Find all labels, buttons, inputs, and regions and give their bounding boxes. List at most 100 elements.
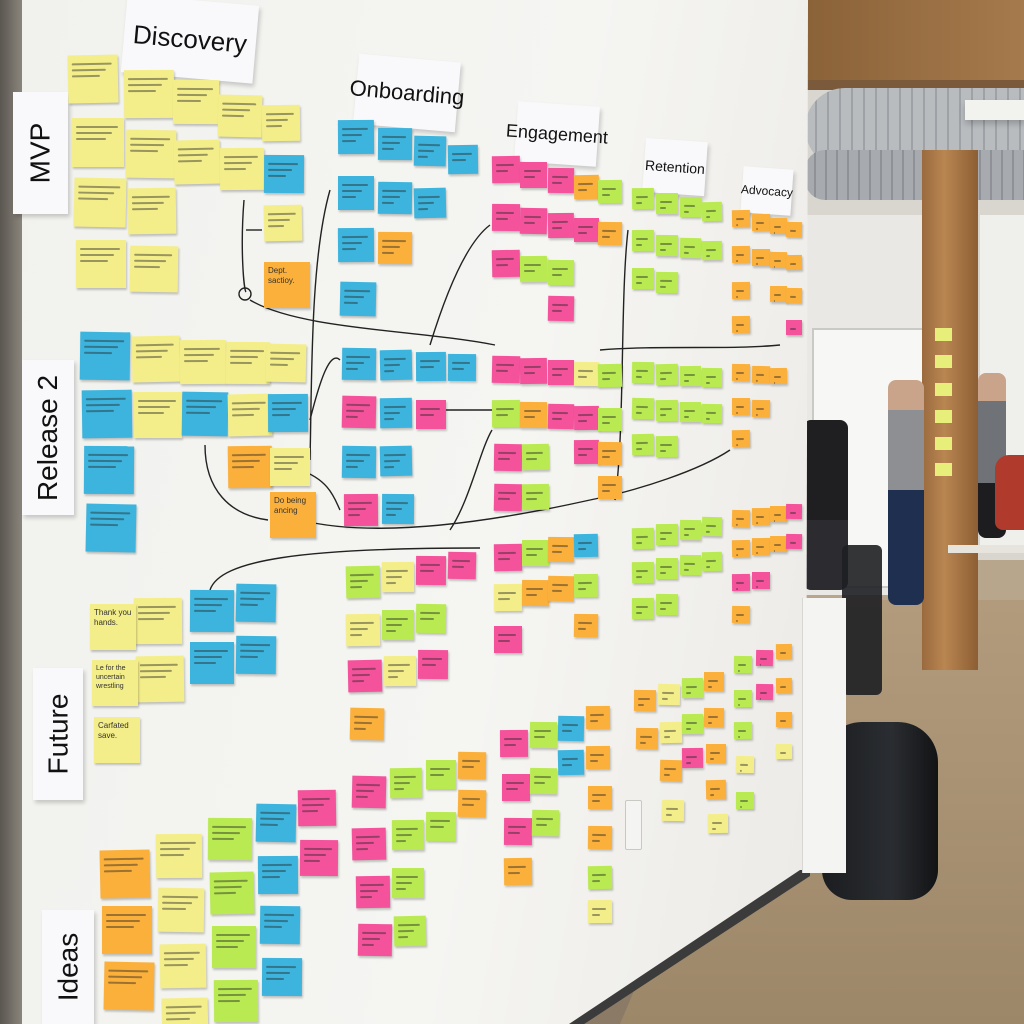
pillar-sticky-note <box>935 355 952 368</box>
sticky-note <box>731 605 751 624</box>
sticky-note <box>76 240 126 288</box>
sticky-note <box>681 747 704 769</box>
sticky-note <box>393 915 427 947</box>
sticky-note <box>661 799 685 822</box>
sticky-note <box>731 539 751 558</box>
pillar-sticky-note <box>935 410 952 423</box>
sticky-note <box>379 445 413 477</box>
sticky-note <box>503 857 533 885</box>
sticky-note <box>491 399 521 427</box>
sticky-note <box>209 871 255 915</box>
sticky-note <box>734 690 752 708</box>
note-text: Carfated save. <box>98 721 129 740</box>
sticky-note <box>585 705 611 729</box>
sticky-note <box>413 187 447 219</box>
sticky-note: Le for the uncertain wrestling <box>92 660 138 706</box>
sticky-note <box>225 341 271 384</box>
sticky-note <box>83 445 135 494</box>
sticky-note <box>157 887 205 933</box>
sticky-note <box>707 813 729 834</box>
sticky-note <box>382 610 414 641</box>
sticky-note <box>731 509 751 528</box>
pillar-sticky-note <box>935 383 952 396</box>
sticky-note: Thank you hands. <box>90 604 136 650</box>
sticky-note <box>631 229 655 251</box>
sticky-note <box>129 245 179 292</box>
sticky-note <box>731 573 751 592</box>
row-header-future: Future <box>33 668 83 800</box>
sticky-note <box>255 803 297 843</box>
sticky-note <box>573 361 600 386</box>
sticky-note <box>447 353 477 381</box>
sticky-note <box>573 533 599 558</box>
sticky-note <box>416 400 446 429</box>
pillar-sticky-note <box>935 463 952 476</box>
sticky-note <box>79 331 131 380</box>
sticky-note <box>85 503 137 553</box>
sticky-note <box>529 721 558 748</box>
sticky-note <box>190 642 234 684</box>
sticky-note <box>337 119 375 155</box>
sticky-note <box>731 315 751 334</box>
sticky-note <box>379 397 413 429</box>
sticky-note <box>635 727 659 750</box>
sticky-note <box>519 255 548 282</box>
sticky-note <box>103 961 155 1011</box>
sticky-note <box>522 540 549 566</box>
sticky-note <box>775 643 793 660</box>
sticky-note <box>733 655 753 674</box>
sticky-note <box>123 69 175 118</box>
sticky-note <box>547 259 575 285</box>
sticky-note <box>341 445 377 479</box>
sticky-note <box>339 281 377 317</box>
sticky-note <box>631 561 655 584</box>
sticky-note <box>769 535 788 553</box>
note-text: Dept. sactioy. <box>268 266 295 285</box>
sticky-note <box>574 218 599 242</box>
sticky-note <box>131 335 181 383</box>
sticky-note <box>752 572 770 590</box>
sticky-note <box>573 439 600 464</box>
sticky-note <box>67 54 119 104</box>
note-text: Thank you hands. <box>94 608 132 627</box>
sticky-note <box>557 715 585 741</box>
sticky-note <box>502 774 530 801</box>
note-text: Do being ancing <box>274 496 307 515</box>
sticky-note <box>701 516 723 537</box>
row-header-ideas: Ideas <box>42 910 94 1024</box>
person-red-jacket <box>995 455 1024 530</box>
sticky-note <box>343 493 379 527</box>
sticky-note <box>161 997 209 1024</box>
sticky-note <box>379 349 413 381</box>
sticky-note <box>679 196 702 218</box>
sticky-note <box>351 827 387 861</box>
sticky-note <box>267 393 309 433</box>
sticky-note <box>257 855 299 895</box>
sticky-note <box>735 755 755 774</box>
sticky-note: Do being ancing <box>270 492 316 538</box>
sticky-note <box>631 397 655 420</box>
sticky-note <box>573 405 600 430</box>
sticky-note <box>587 865 613 890</box>
sticky-note <box>219 147 265 190</box>
sticky-note <box>263 204 303 242</box>
note-text: Le for the uncertain wrestling <box>96 665 126 690</box>
sticky-note <box>679 554 702 576</box>
sticky-note <box>521 579 550 606</box>
sticky-note <box>493 443 523 471</box>
sticky-note <box>547 536 575 562</box>
sticky-note <box>389 767 423 799</box>
sticky-note <box>775 677 793 694</box>
row-header-mvp: MVP <box>13 92 68 214</box>
sticky-note <box>786 320 802 336</box>
sticky-note <box>769 285 788 303</box>
ceiling-beam <box>800 0 1024 80</box>
sticky-note <box>377 181 413 215</box>
sticky-note <box>732 398 750 416</box>
sticky-note <box>573 174 600 200</box>
sticky-note <box>265 343 307 383</box>
ceiling-lamp <box>965 100 1024 120</box>
sticky-note <box>701 403 723 424</box>
sticky-note <box>659 759 683 782</box>
